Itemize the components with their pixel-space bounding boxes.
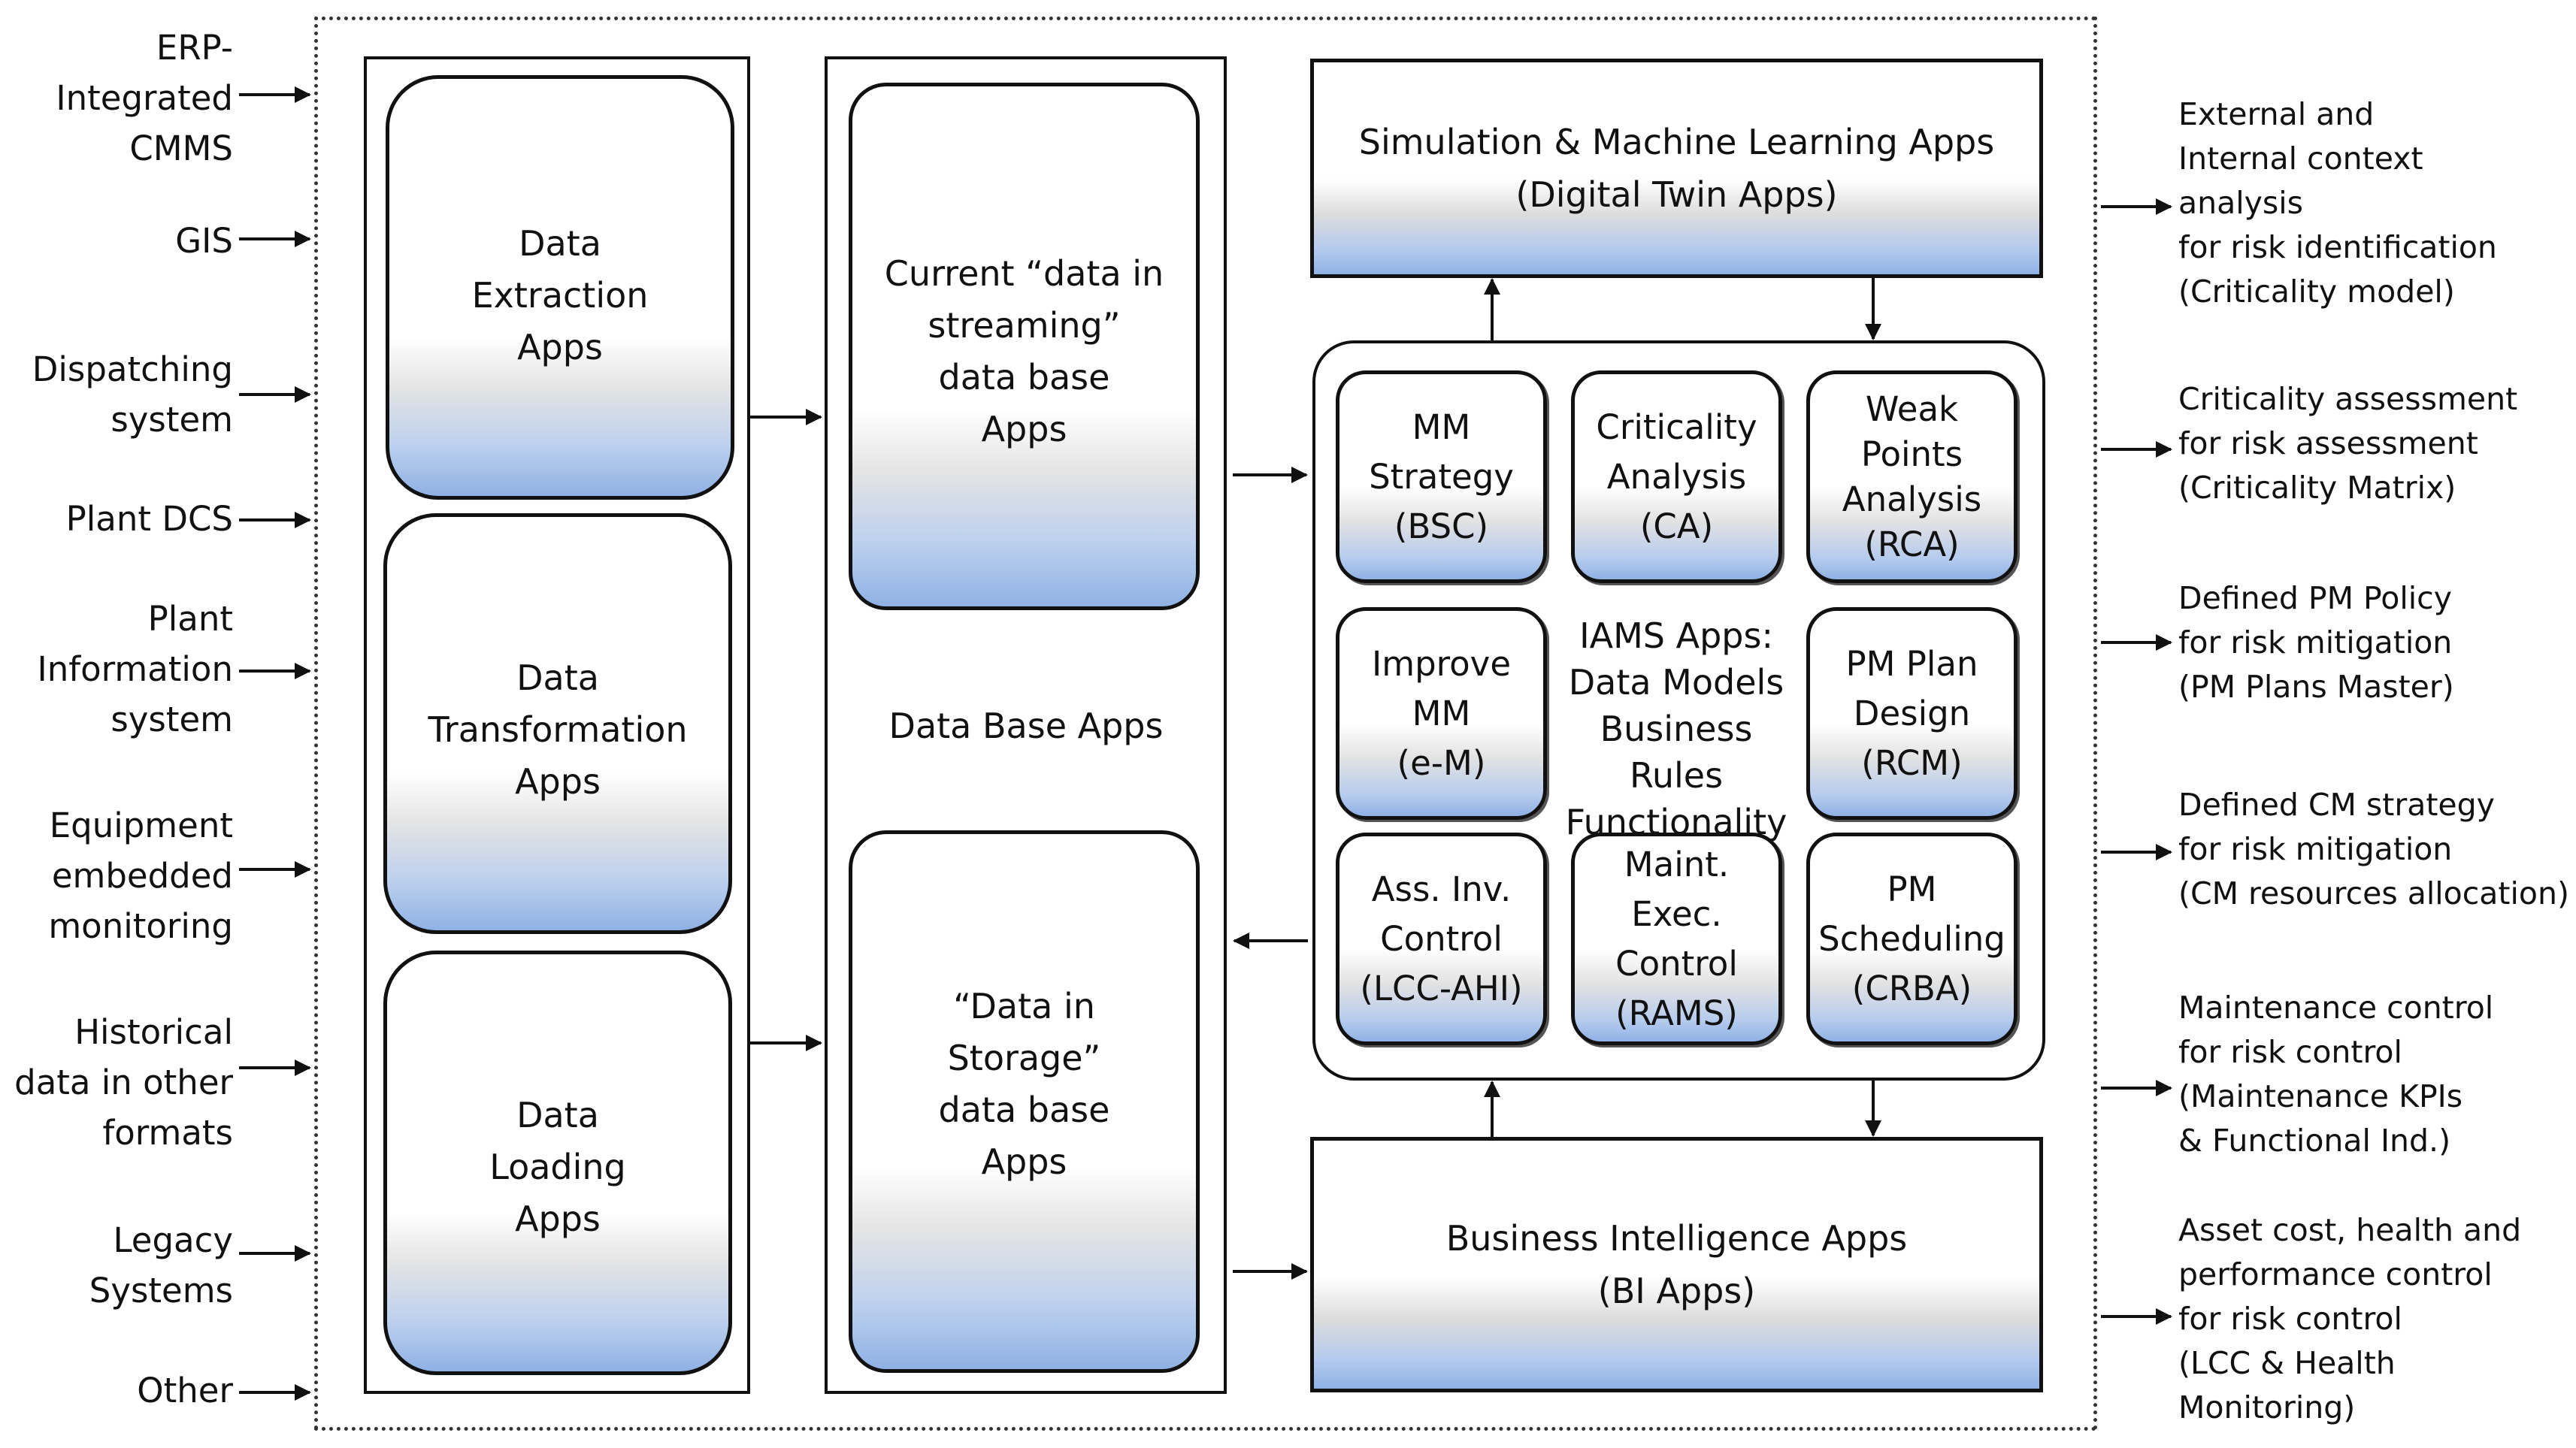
data-loading-apps: Data Loading Apps (383, 951, 732, 1375)
storage-database-apps: “Data in Storage” data base Apps (849, 830, 1200, 1373)
input-erp-cmms: ERP- Integrated CMMS (56, 27, 233, 168)
input-other: Other (137, 1370, 233, 1410)
iams-apps-center-label: IAMS Apps: Data Models Business Rules Fu… (1565, 615, 1787, 842)
simulation-ml-apps: Simulation & Machine Learning Apps (Digi… (1310, 59, 2043, 278)
input-equipment-monitoring: Equipment embedded monitoring (48, 805, 233, 946)
output-maintenance-control: Maintenance control for risk control (Ma… (2178, 990, 2494, 1159)
pm-scheduling-box: PM Scheduling (CRBA) (1806, 833, 2018, 1045)
data-base-apps-label: Data Base Apps (888, 706, 1164, 746)
mm-strategy-box: MM Strategy (BSC) (1336, 370, 1547, 583)
weak-points-analysis-box: Weak Points Analysis (RCA) (1806, 370, 2018, 583)
streaming-database-apps: Current “data in streaming” data base Ap… (849, 83, 1200, 610)
output-cm-strategy: Defined CM strategy for risk mitigation … (2178, 786, 2569, 911)
business-intelligence-apps: Business Intelligence Apps (BI Apps) (1310, 1137, 2043, 1392)
system-boundary (314, 17, 2097, 1431)
input-historical-data: Historical data in other formats (14, 1011, 233, 1153)
input-gis: GIS (175, 220, 233, 261)
pm-plan-design-box: PM Plan Design (RCM) (1806, 607, 2018, 820)
input-legacy-systems: Legacy Systems (89, 1220, 233, 1310)
data-transformation-apps: Data Transformation Apps (383, 513, 732, 934)
output-pm-policy: Defined PM Policy for risk mitigation (P… (2178, 579, 2454, 705)
maintenance-execution-control-box: Maint. Exec. Control (RAMS) (1571, 833, 1782, 1045)
improve-mm-box: Improve MM (e-M) (1336, 607, 1547, 820)
input-plant-dcs: Plant DCS (65, 498, 233, 539)
data-extraction-apps: Data Extraction Apps (386, 75, 734, 500)
input-dispatching: Dispatching system (32, 349, 233, 440)
asset-inventory-control-box: Ass. Inv. Control (LCC-AHI) (1336, 833, 1547, 1045)
input-plant-information: Plant Information system (37, 598, 234, 739)
criticality-analysis-box: Criticality Analysis (CA) (1571, 370, 1782, 583)
output-risk-assessment: Criticality assessment for risk assessme… (2178, 380, 2518, 506)
output-risk-identification: External and Internal context analysis f… (2178, 95, 2497, 310)
output-asset-health-control: Asset cost, health and performance contr… (2178, 1211, 2522, 1425)
